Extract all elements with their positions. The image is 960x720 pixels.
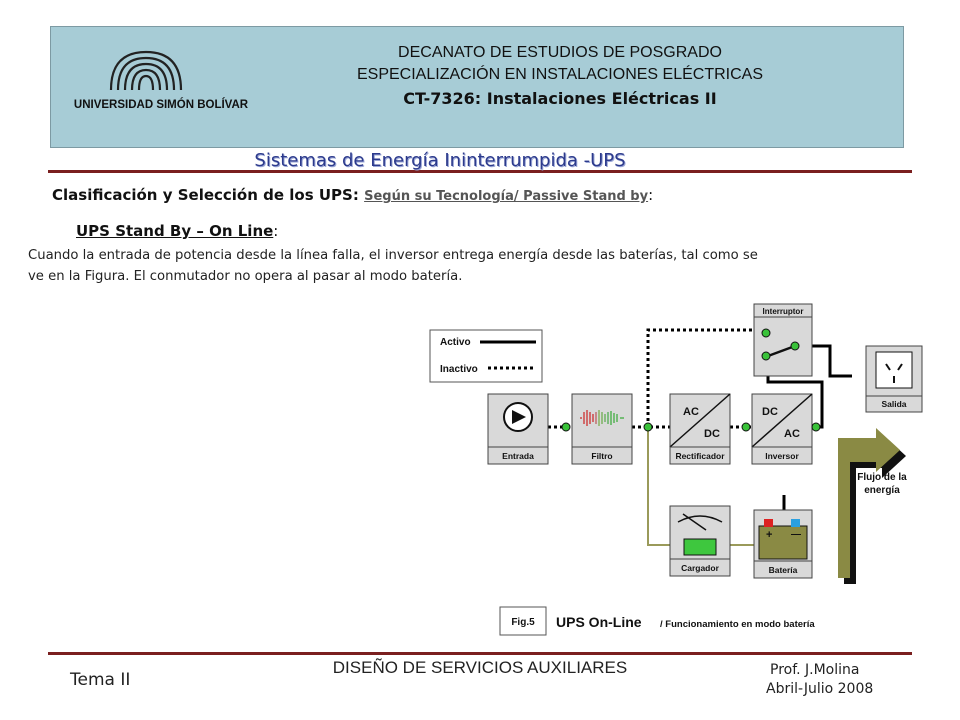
subsection-end: : xyxy=(273,222,279,240)
block-filtro: Filtro xyxy=(571,393,633,465)
footer-term: Abril-Julio 2008 xyxy=(766,681,874,697)
section-colon: : xyxy=(352,186,365,204)
section-end: : xyxy=(648,186,654,204)
energy-flow-arrow: Flujo de la energía xyxy=(838,428,907,584)
footer-course: DISEÑO DE SERVICIOS AUXILIARES xyxy=(332,658,628,677)
footer-professor: Prof. J.Molina xyxy=(770,662,860,678)
university-logo: UNIVERSIDAD SIMÓN BOLÍVAR xyxy=(74,50,249,111)
node-rect-out xyxy=(741,422,751,432)
footer-divider xyxy=(48,652,912,655)
header-banner xyxy=(50,26,904,148)
svg-text:Batería: Batería xyxy=(769,565,798,575)
section-heading: Clasificación y Selección de los UPS: Se… xyxy=(52,186,653,204)
node-inv-out xyxy=(811,422,821,432)
svg-text:Cargador: Cargador xyxy=(681,563,719,573)
flow-label-2: energía xyxy=(864,485,900,496)
charger-meter-icon xyxy=(677,515,723,523)
svg-text:Rectificador: Rectificador xyxy=(675,451,725,461)
svg-text:Interruptor: Interruptor xyxy=(763,307,804,316)
flow-label-1: Flujo de la xyxy=(857,472,907,483)
fig-label: Fig.5 xyxy=(511,617,535,628)
battery-minus: — xyxy=(791,529,801,540)
caption-sub: / Funcionamiento en modo batería xyxy=(660,619,815,630)
rectifier-dc-label: DC xyxy=(704,428,720,440)
switch-contact-right xyxy=(790,341,800,351)
block-bateria: + — Batería xyxy=(753,509,813,579)
title-divider xyxy=(48,170,912,173)
body-line-1: Cuando la entrada de potencia desde la l… xyxy=(28,248,758,263)
switch-contact-bottom xyxy=(761,351,771,361)
body-line-2: ve en la Figura. El conmutador no opera … xyxy=(28,269,463,284)
subsection-label: UPS Stand By – On Line xyxy=(76,222,274,240)
block-inversor: DC AC Inversor xyxy=(751,393,813,465)
slide-title: Sistemas de Energía Ininterrumpida -UPS xyxy=(254,150,626,171)
block-cargador: Cargador xyxy=(669,505,731,577)
svg-text:Inversor: Inversor xyxy=(765,451,799,461)
header-line-2: ESPECIALIZACIÓN EN INSTALACIONES ELÉCTRI… xyxy=(356,66,764,83)
subsection-heading: UPS Stand By – On Line: xyxy=(76,222,278,240)
section-sub: Según su Tecnología/ Passive Stand by xyxy=(364,189,649,204)
switch-contact-top xyxy=(761,328,771,338)
inverter-dc-label: DC xyxy=(762,406,778,418)
svg-text:Entrada: Entrada xyxy=(502,451,534,461)
rectifier-ac-label: AC xyxy=(683,406,699,418)
block-rectificador: AC DC Rectificador xyxy=(669,393,731,465)
node-input xyxy=(561,422,571,432)
section-main: Clasificación y Selección de los UPS xyxy=(52,186,353,204)
fig-label-box xyxy=(499,606,547,636)
charger-wiring xyxy=(647,427,754,546)
legend-active-label: Activo xyxy=(440,337,471,348)
block-salida: Salida xyxy=(865,345,923,413)
block-interruptor: Interruptor xyxy=(753,303,813,377)
legend-inactive-label: Inactivo xyxy=(440,364,478,375)
header-line-3: CT-7326: Instalaciones Eléctricas II xyxy=(403,89,717,108)
university-seal-icon xyxy=(109,50,183,91)
figure-caption: Fig.5 UPS On-Line / Funcionamiento en mo… xyxy=(499,606,815,636)
footer-topic: Tema II xyxy=(70,670,131,690)
svg-text:Filtro: Filtro xyxy=(591,451,612,461)
caption-main: UPS On-Line xyxy=(556,614,642,630)
switch-lever xyxy=(767,344,796,358)
node-junction xyxy=(643,422,653,432)
filter-wave-icon xyxy=(580,410,624,426)
university-name: UNIVERSIDAD SIMÓN BOLÍVAR xyxy=(74,98,249,111)
inverter-ac-label: AC xyxy=(784,428,800,440)
legend-box xyxy=(429,329,543,383)
svg-text:Salida: Salida xyxy=(881,399,906,409)
battery-icon xyxy=(758,525,808,560)
header-line-1: DECANATO DE ESTUDIOS DE POSGRADO xyxy=(398,44,722,61)
block-entrada: Entrada xyxy=(487,393,549,465)
body-text: Cuando la entrada de potencia desde la l… xyxy=(28,245,928,287)
battery-plus: + xyxy=(766,529,772,541)
